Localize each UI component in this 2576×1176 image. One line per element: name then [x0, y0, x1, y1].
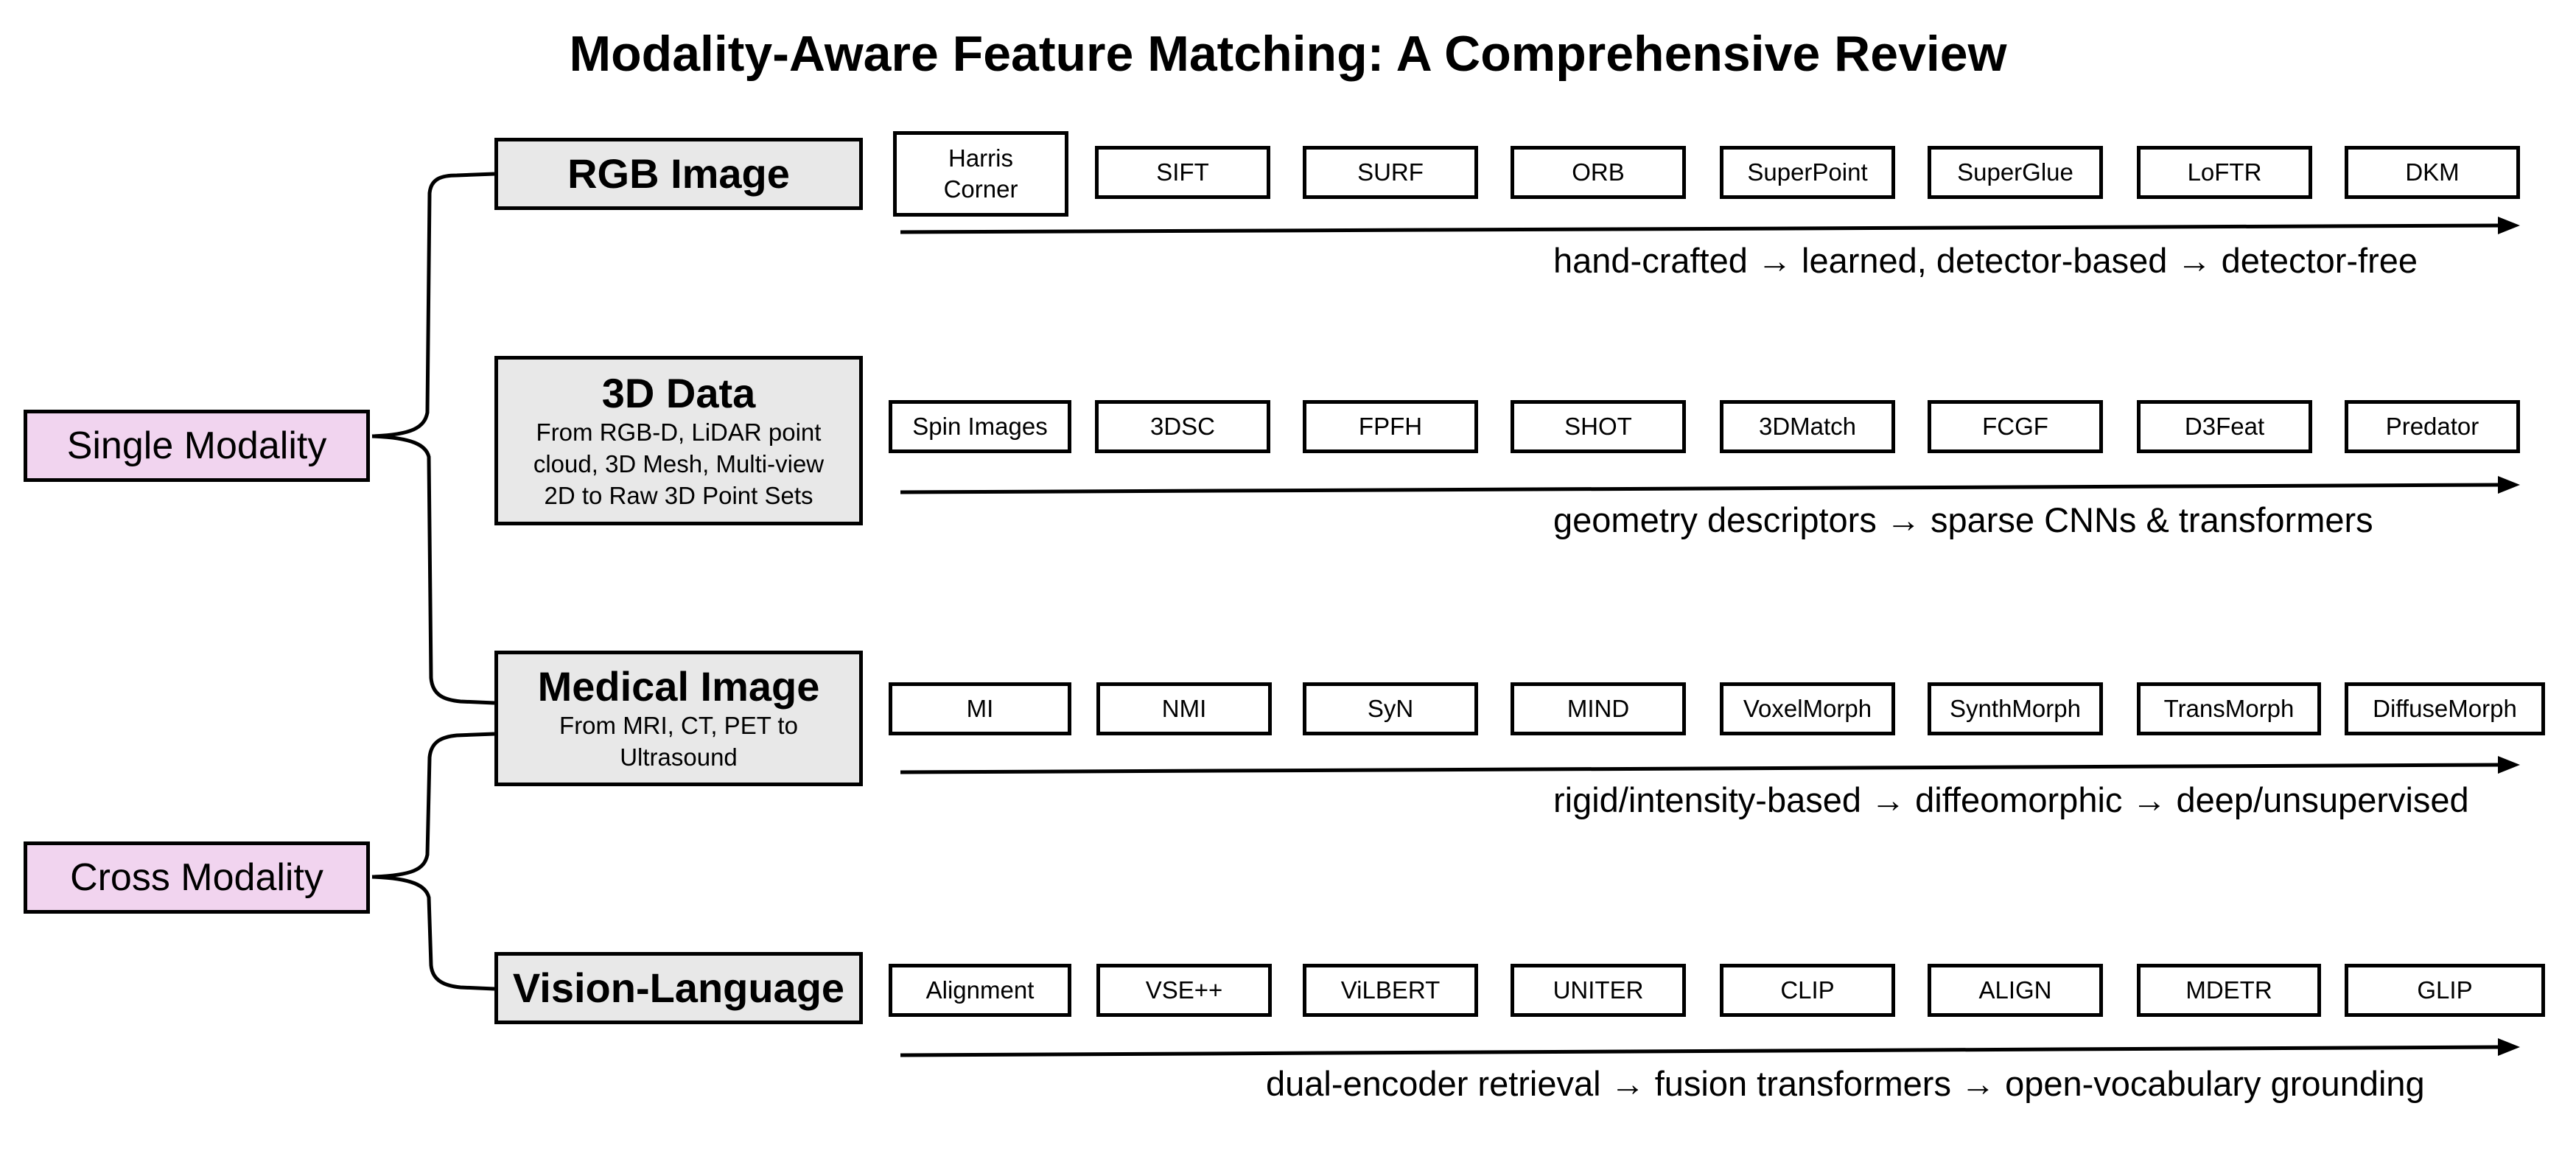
timeline-arrowhead	[2498, 476, 2520, 494]
timeline-arrow-line	[900, 763, 2503, 774]
method-label: MI	[966, 695, 994, 722]
method-box: GLIP	[2345, 964, 2545, 1017]
method-label: SURF	[1357, 158, 1424, 186]
diagram-title: Modality-Aware Feature Matching: A Compr…	[569, 26, 2007, 82]
method-box: VSE++	[1096, 964, 1272, 1017]
method-box: DKM	[2345, 146, 2520, 199]
method-label: LoFTR	[2187, 158, 2262, 186]
data-type-title: 3D Data	[601, 369, 756, 416]
method-label: SHOT	[1564, 413, 1632, 440]
method-label: SyN	[1367, 695, 1414, 722]
method-box: Predator	[2345, 400, 2520, 453]
method-label: SuperGlue	[1957, 158, 2073, 186]
data-type-title: RGB Image	[567, 150, 790, 197]
data-type-title: Medical Image	[537, 663, 820, 710]
method-box: NMI	[1096, 682, 1272, 735]
data-type-vision-language: Vision-Language	[494, 952, 863, 1024]
bracket-cross-to-vision-language	[371, 875, 495, 991]
data-type-subtitle: From MRI, CT, PET to Ultrasound	[559, 712, 798, 771]
method-label: Harris Corner	[943, 144, 1018, 203]
method-box: Harris Corner	[893, 131, 1068, 217]
method-box: SuperPoint	[1720, 146, 1895, 199]
method-label: ORB	[1572, 158, 1625, 186]
row-caption: geometry descriptors → sparse CNNs & tra…	[1553, 500, 2373, 539]
row-caption: dual-encoder retrieval → fusion transfor…	[1266, 1064, 2425, 1103]
method-box: 3DSC	[1095, 400, 1270, 453]
method-box: Alignment	[889, 964, 1071, 1017]
method-box: VoxelMorph	[1720, 682, 1895, 735]
method-label: ViLBERT	[1340, 976, 1441, 1004]
method-label: NMI	[1161, 695, 1207, 722]
method-label: SynthMorph	[1950, 695, 2081, 722]
method-label: MDETR	[2185, 976, 2272, 1004]
method-label: FPFH	[1358, 413, 1423, 440]
timeline-arrow-line	[900, 223, 2503, 234]
method-box: CLIP	[1720, 964, 1895, 1017]
method-label: D3Feat	[2184, 413, 2265, 440]
timeline-arrow-line	[900, 1045, 2503, 1057]
method-label: SIFT	[1156, 158, 1209, 186]
method-box: MI	[889, 682, 1071, 735]
modality-cross: Cross Modality	[24, 841, 370, 914]
timeline-arrowhead	[2498, 217, 2520, 234]
modality-label: Cross Modality	[70, 856, 323, 899]
method-label: UNITER	[1553, 976, 1644, 1004]
method-label: VoxelMorph	[1743, 695, 1872, 722]
data-type-rgb-image: RGB Image	[494, 138, 863, 210]
method-label: MIND	[1567, 695, 1630, 722]
data-type-medical-image: Medical Image From MRI, CT, PET to Ultra…	[494, 651, 863, 786]
method-label: 3DSC	[1149, 413, 1216, 440]
method-box: 3DMatch	[1720, 400, 1895, 453]
method-label: GLIP	[2417, 976, 2473, 1004]
timeline-arrowhead	[2498, 756, 2520, 774]
method-box: ViLBERT	[1303, 964, 1478, 1017]
method-label: VSE++	[1145, 976, 1223, 1004]
method-box: SHOT	[1511, 400, 1686, 453]
method-label: Alignment	[925, 976, 1035, 1004]
method-label: ALIGN	[1978, 976, 2052, 1004]
method-box: MIND	[1511, 682, 1686, 735]
data-type-3d-data: 3D Data From RGB-D, LiDAR point cloud, 3…	[494, 356, 863, 525]
data-type-title: Vision-Language	[512, 965, 845, 1011]
method-box: SynthMorph	[1928, 682, 2103, 735]
method-box: LoFTR	[2137, 146, 2312, 199]
method-box: SURF	[1303, 146, 1478, 199]
timeline-arrow-line	[900, 483, 2503, 494]
method-label: Predator	[2385, 413, 2479, 440]
modality-single: Single Modality	[24, 410, 370, 482]
bracket-single-to-medical	[371, 434, 495, 705]
row-caption: rigid/intensity-based → diffeomorphic → …	[1553, 780, 2469, 819]
method-label: DKM	[2405, 158, 2460, 186]
method-box: SIFT	[1095, 146, 1270, 199]
method-box: D3Feat	[2137, 400, 2312, 453]
row-caption: hand-crafted → learned, detector-based →…	[1553, 241, 2418, 280]
modality-label: Single Modality	[66, 424, 327, 467]
method-box: FCGF	[1928, 400, 2103, 453]
method-box: FPFH	[1303, 400, 1478, 453]
method-label: FCGF	[1982, 413, 2048, 440]
method-box: ORB	[1511, 146, 1686, 199]
bracket-single-to-rgb	[371, 172, 495, 438]
method-label: 3DMatch	[1758, 413, 1857, 440]
method-box: SuperGlue	[1928, 146, 2103, 199]
method-label: DiffuseMorph	[2373, 695, 2517, 722]
method-box: DiffuseMorph	[2345, 682, 2545, 735]
method-box: ALIGN	[1928, 964, 2103, 1017]
method-box: MDETR	[2137, 964, 2321, 1017]
method-label: SuperPoint	[1747, 158, 1868, 186]
data-type-subtitle: From RGB-D, LiDAR point cloud, 3D Mesh, …	[533, 418, 825, 509]
method-box: Spin Images	[889, 400, 1071, 453]
method-label: CLIP	[1780, 976, 1835, 1004]
method-label: Spin Images	[912, 413, 1048, 440]
timeline-arrowhead	[2498, 1038, 2520, 1056]
bracket-cross-to-medical	[371, 732, 495, 879]
method-box: SyN	[1303, 682, 1478, 735]
method-label: TransMorph	[2163, 695, 2295, 722]
method-box: TransMorph	[2137, 682, 2321, 735]
method-box: UNITER	[1511, 964, 1686, 1017]
